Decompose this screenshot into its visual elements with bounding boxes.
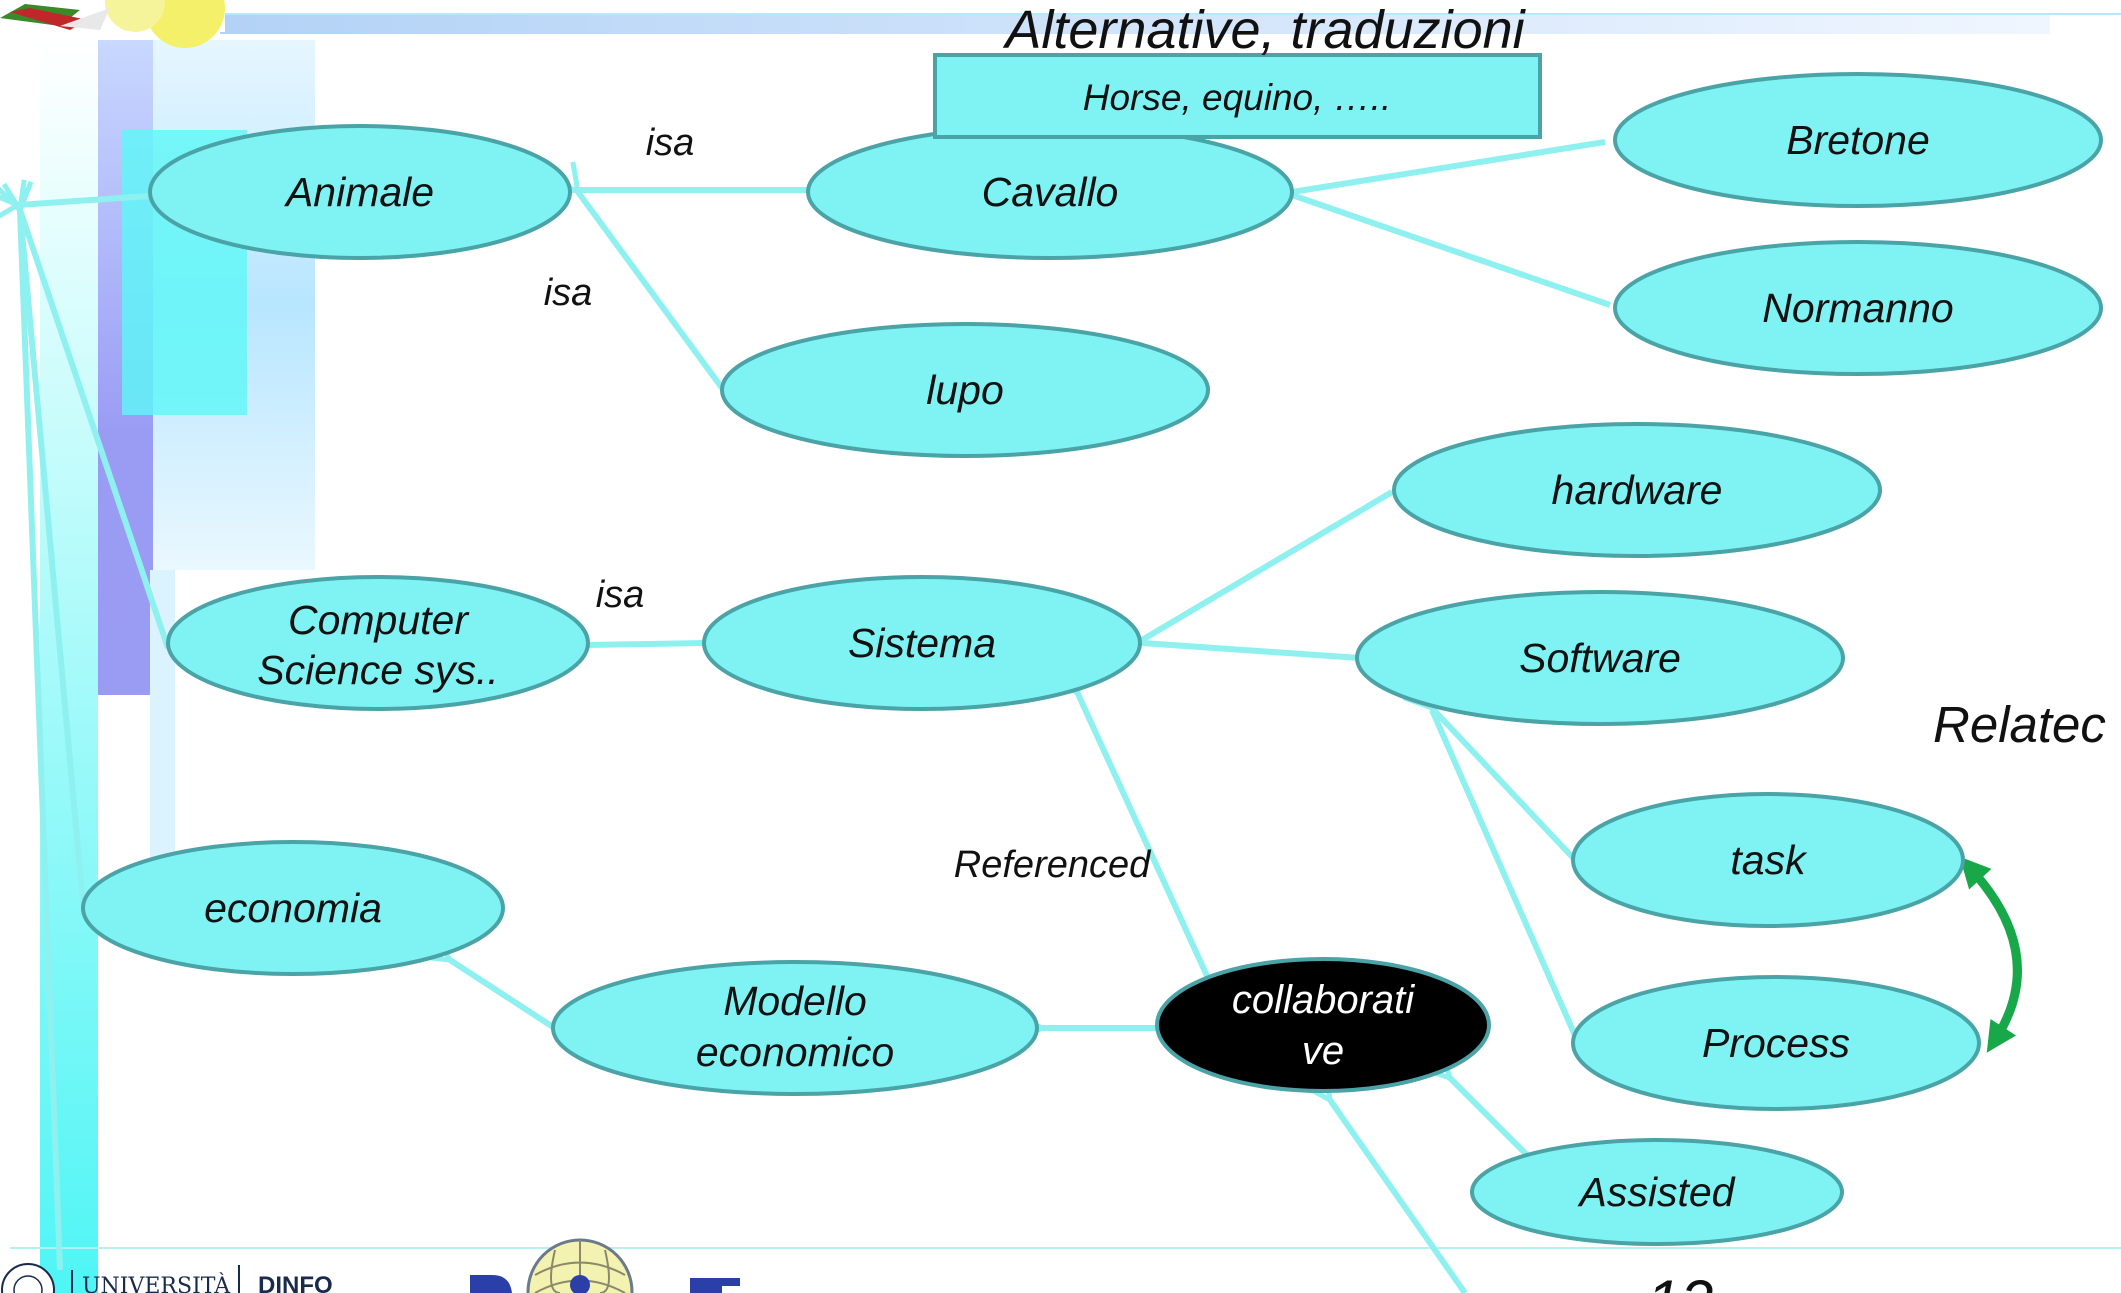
node-cavallo-label: Cavallo: [982, 169, 1119, 215]
slide-title: Alternative, traduzioni: [1002, 0, 1526, 60]
edge-process-software: [1429, 708, 1580, 1042]
edge-label-referenced: Referenced: [954, 844, 1152, 886]
disit-logo-image: [470, 1238, 740, 1293]
university-seal-logo: [1, 1263, 55, 1293]
related-arrow-icon: [1959, 856, 2022, 1053]
nodes: Animale Cavallo Bretone Normanno lupo ha…: [81, 72, 2103, 1246]
edge-lupo-animale: [578, 192, 725, 390]
top-rule: [220, 14, 2050, 34]
bg-bar-cyan-vertical: [40, 40, 98, 1293]
node-software[interactable]: Software: [1355, 590, 1845, 726]
edges: [17, 139, 1611, 1293]
edge-normanno-cavallo: [1292, 195, 1611, 308]
edge-hardware-sistema: [1142, 489, 1394, 640]
node-collaborative-label-line2: ve: [1302, 1029, 1344, 1073]
edge-task-software: [1432, 708, 1580, 865]
edge-assisted-collaborative: [1450, 1078, 1535, 1163]
node-modello-label-line1: Modello: [723, 978, 867, 1024]
node-economia[interactable]: economia: [81, 840, 505, 976]
edge-bretone-cavallo: [1292, 139, 1606, 192]
edge-label-isa-sistema: isa: [596, 574, 645, 616]
edge-left-root: [17, 209, 63, 1271]
edge-economia-root: [20, 210, 87, 916]
node-hardware[interactable]: hardware: [1392, 422, 1882, 558]
node-collaborative-label-line1: collaborati: [1232, 978, 1415, 1022]
edge-sistema-cs: [588, 643, 705, 645]
edge-bottom-collaborative: [1330, 1100, 1468, 1293]
node-computer-science-label-line2: Science sys..: [257, 647, 499, 693]
edge-label-isa-lupo: isa: [544, 272, 593, 314]
edge-modello-economia: [450, 960, 555, 1030]
node-process[interactable]: Process: [1571, 975, 1981, 1111]
node-normanno-label: Normanno: [1762, 285, 1953, 331]
edge-cs-root: [20, 210, 171, 649]
node-bretone[interactable]: Bretone: [1613, 72, 2103, 208]
translation-note: Horse, equino, …..: [933, 53, 1542, 139]
page-number: 12: [1647, 1268, 1714, 1293]
node-hardware-label: hardware: [1552, 467, 1723, 513]
footer-department: DINFO: [258, 1272, 333, 1293]
edge-collaborative-sistema: [1078, 694, 1211, 980]
decorative-background: [10, 13, 2121, 1293]
footer-university: UNIVERSITÀ: [82, 1272, 231, 1293]
node-assisted[interactable]: Assisted: [1470, 1138, 1844, 1246]
related-label: Relatec: [1933, 696, 2106, 753]
node-sistema-label: Sistema: [848, 620, 996, 666]
edge-label-isa-cavallo: isa: [646, 122, 695, 164]
edge-software-sistema: [1142, 643, 1361, 661]
node-sistema[interactable]: Sistema: [702, 575, 1142, 711]
node-normanno[interactable]: Normanno: [1613, 240, 2103, 376]
bg-bar-pale: [150, 570, 175, 870]
node-bretone-label: Bretone: [1786, 117, 1930, 163]
node-assisted-label: Assisted: [1577, 1169, 1736, 1215]
translation-note-text: Horse, equino, …..: [1083, 77, 1391, 118]
node-lupo[interactable]: lupo: [720, 322, 1210, 458]
corner-logo-image: [0, 0, 225, 48]
footer-logos: UNIVERSITÀ DINFO: [1, 1238, 740, 1293]
node-modello-economico[interactable]: Modello economico: [551, 960, 1039, 1096]
node-collaborative[interactable]: collaborati ve: [1155, 957, 1491, 1093]
node-task[interactable]: task: [1571, 792, 1965, 928]
node-lupo-label: lupo: [926, 367, 1004, 413]
node-process-label: Process: [1702, 1020, 1850, 1066]
node-computer-science[interactable]: Computer Science sys..: [166, 575, 590, 711]
edge-animale-root: [18, 196, 151, 205]
node-computer-science-label-line1: Computer: [288, 597, 470, 643]
node-software-label: Software: [1519, 635, 1681, 681]
node-cavallo[interactable]: Cavallo: [806, 124, 1294, 260]
node-task-label: task: [1730, 837, 1808, 883]
node-animale-label: Animale: [283, 169, 434, 215]
node-animale[interactable]: Animale: [148, 124, 572, 260]
node-economia-label: economia: [204, 885, 382, 931]
node-modello-label-line2: economico: [696, 1029, 894, 1075]
